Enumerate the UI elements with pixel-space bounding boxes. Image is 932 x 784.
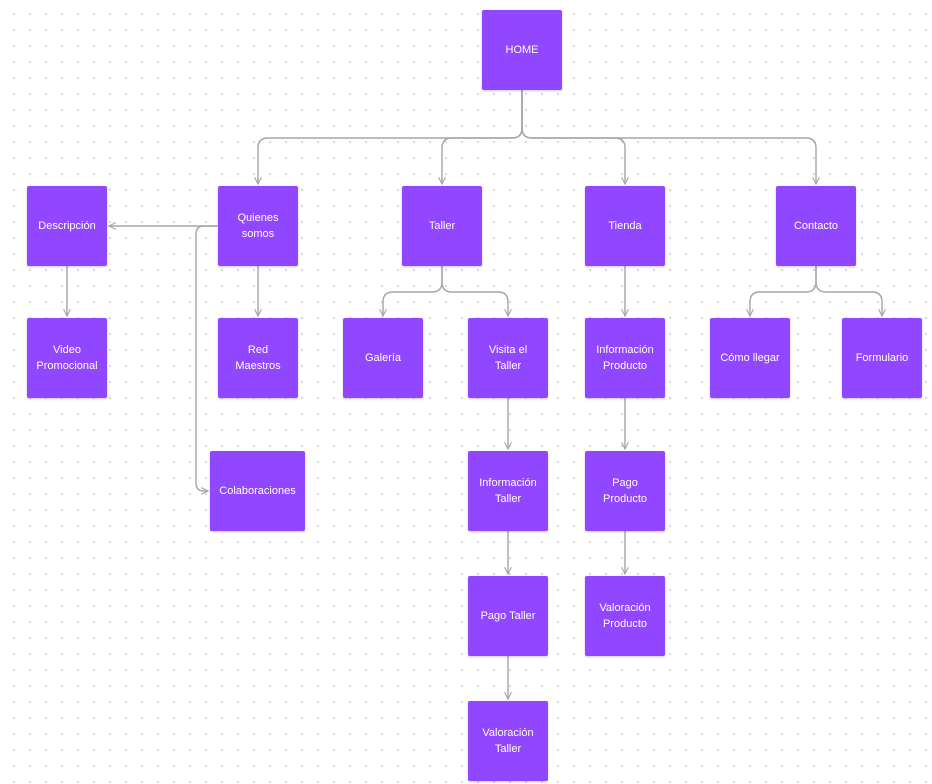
node-valoracion-producto[interactable]: Valoración Producto: [585, 576, 665, 656]
node-pago-producto[interactable]: Pago Producto: [585, 451, 665, 531]
connector-contacto-formulario: [815, 265, 886, 317]
node-video-promocional[interactable]: Video Promocional: [27, 318, 107, 398]
node-valoracion-taller-label: Valoración Taller: [482, 727, 534, 755]
node-como-llegar-label: Cómo llegar: [720, 352, 780, 364]
node-pago-taller[interactable]: Pago Taller: [468, 576, 548, 656]
node-colaboraciones[interactable]: Colaboraciones: [210, 451, 305, 531]
node-taller-label: Taller: [428, 220, 456, 232]
node-contacto[interactable]: Contacto: [776, 186, 856, 266]
node-como-llegar[interactable]: Cómo llegar: [710, 318, 790, 398]
connector-home-contacto: [521, 89, 820, 185]
node-red-maestros[interactable]: Red Maestros: [218, 318, 298, 398]
node-galeria[interactable]: Galería: [343, 318, 423, 398]
connector-home-quienes: [254, 89, 523, 185]
node-valoracion-producto-label: Valoración Producto: [599, 602, 651, 630]
connector-home-taller: [438, 89, 523, 185]
node-pago-producto-label: Pago Producto: [602, 477, 648, 505]
node-contacto-label: Contacto: [793, 220, 839, 232]
node-quienes-somos[interactable]: Quienes somos: [218, 186, 298, 266]
node-video-promocional-label: Video Promocional: [36, 344, 98, 372]
node-descripcion-label: Descripción: [38, 220, 96, 232]
node-home-label: HOME: [505, 44, 539, 56]
connector-contacto-comollegar: [746, 265, 817, 317]
node-informacion-taller[interactable]: Información Taller: [468, 451, 548, 531]
node-informacion-producto-label: Información Producto: [596, 344, 654, 372]
node-home[interactable]: HOME: [482, 10, 562, 90]
node-tienda-label: Tienda: [608, 220, 642, 232]
node-colaboraciones-label: Colaboraciones: [219, 485, 296, 497]
node-galeria-label: Galería: [364, 352, 402, 364]
node-informacion-producto[interactable]: Información Producto: [585, 318, 665, 398]
connector-home-tienda: [521, 89, 629, 185]
node-quienes-somos-label: Quienes somos: [237, 212, 279, 240]
node-tienda[interactable]: Tienda: [585, 186, 665, 266]
connector-taller-galeria: [379, 265, 443, 317]
node-visita-taller[interactable]: Visita el Taller: [468, 318, 548, 398]
node-descripcion[interactable]: Descripción: [27, 186, 107, 266]
node-informacion-taller-label: Información Taller: [479, 477, 537, 505]
node-pago-taller-label: Pago Taller: [480, 610, 536, 622]
node-formulario[interactable]: Formulario: [842, 318, 922, 398]
node-red-maestros-label: Red Maestros: [235, 344, 281, 372]
node-taller[interactable]: Taller: [402, 186, 482, 266]
node-formulario-label: Formulario: [855, 352, 909, 364]
node-visita-taller-label: Visita el Taller: [488, 344, 528, 372]
node-valoracion-taller[interactable]: Valoración Taller: [468, 701, 548, 781]
connector-taller-visita: [441, 265, 512, 317]
